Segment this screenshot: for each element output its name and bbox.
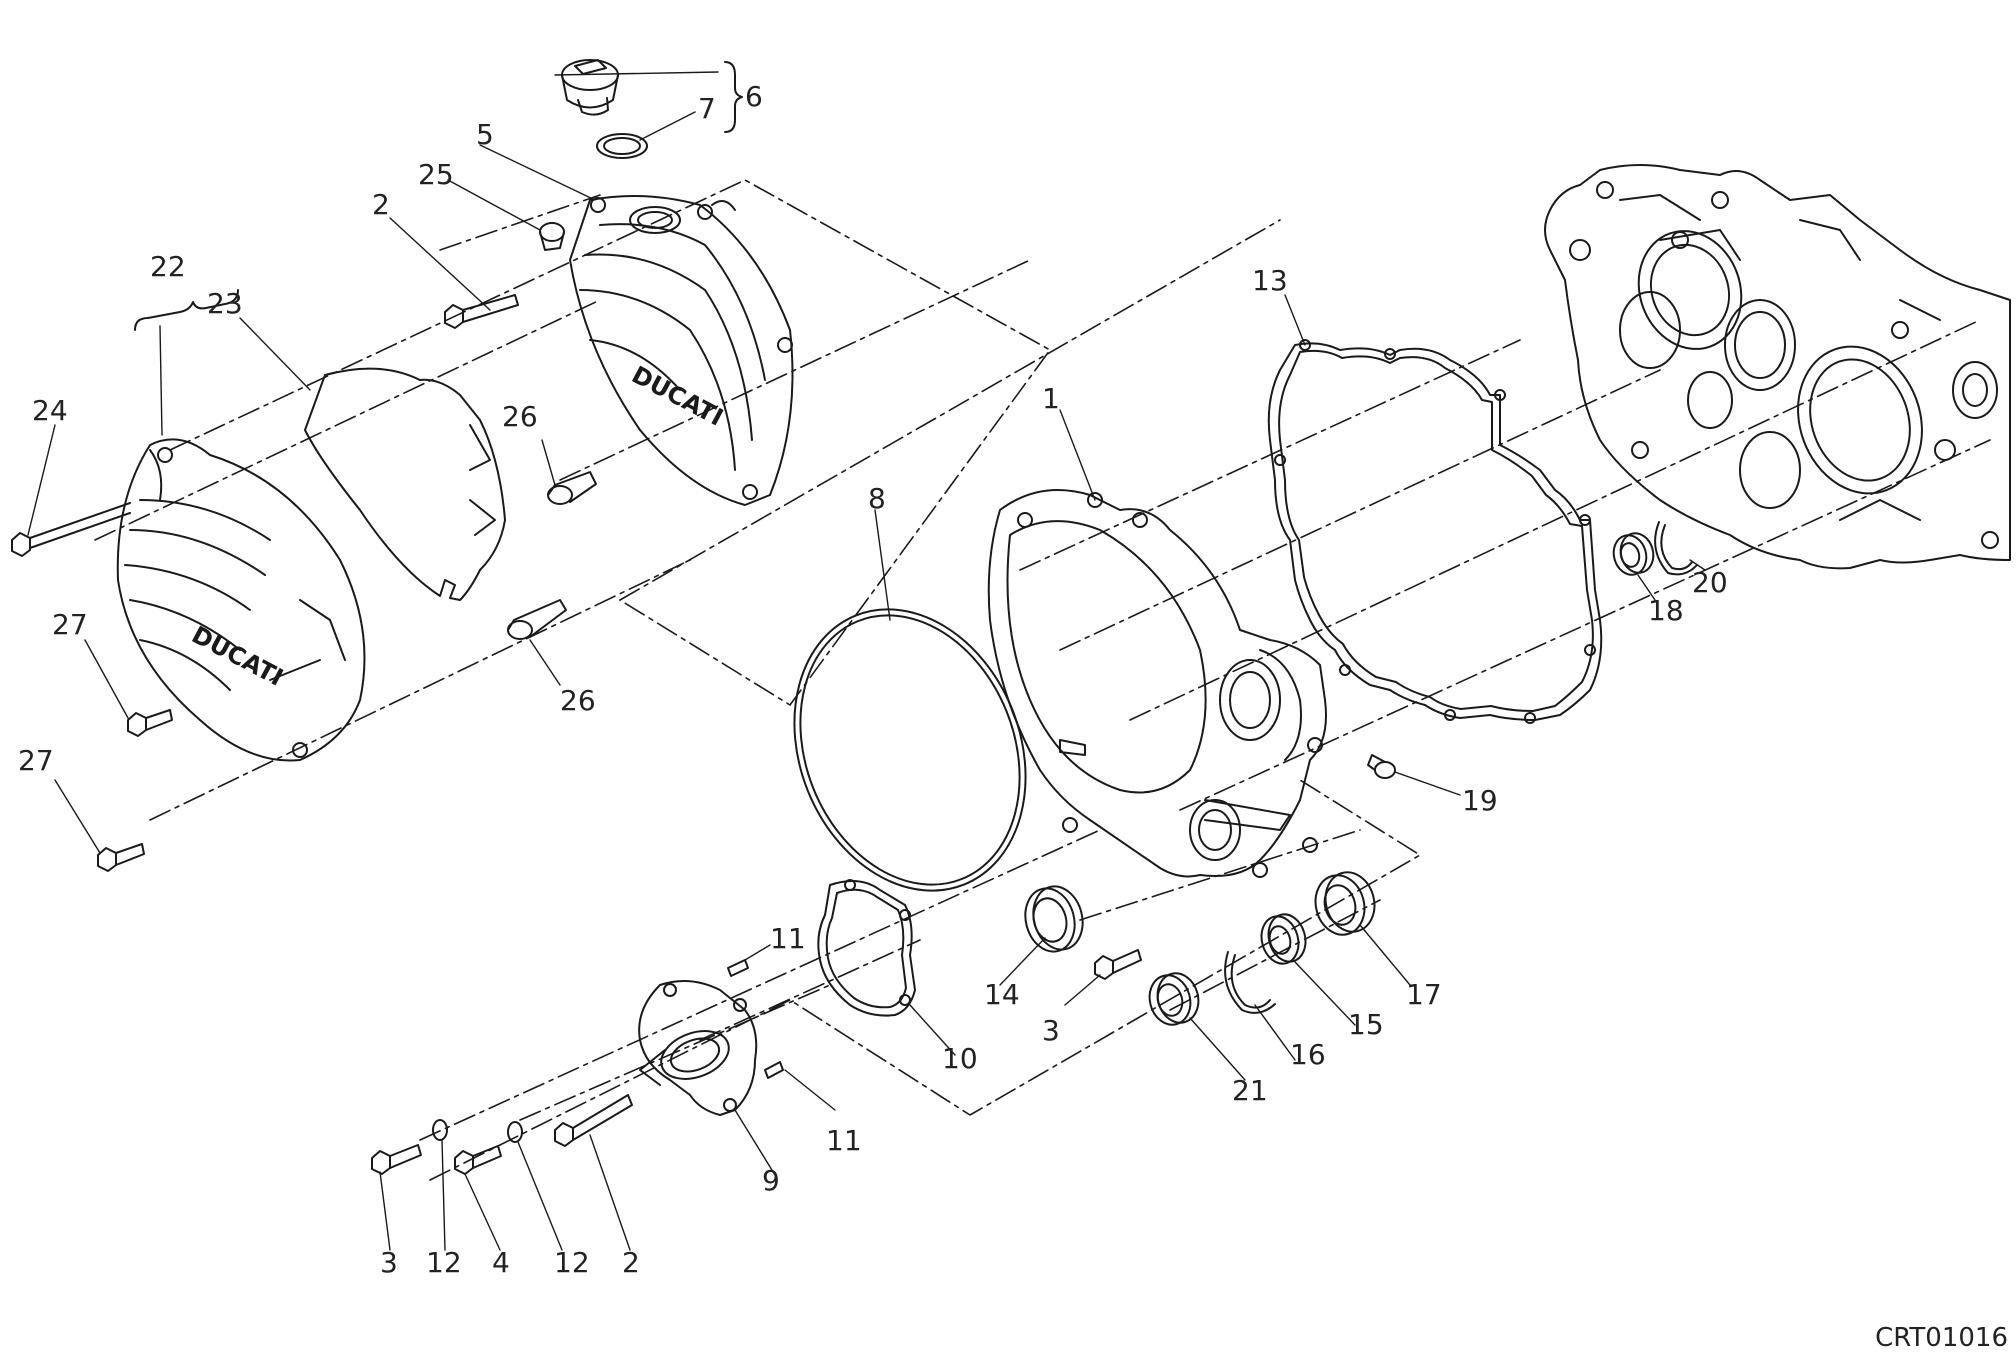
circlip-16 — [1225, 952, 1275, 1013]
callout-2-upper: 2 — [372, 188, 390, 221]
callout-18: 18 — [1648, 594, 1684, 627]
bolt-3-upper — [1095, 950, 1141, 979]
spacer-26-lower — [508, 600, 566, 639]
callout-2-lower: 2 — [622, 1246, 640, 1279]
dowel-11b — [765, 1062, 783, 1078]
callout-24: 24 — [32, 394, 68, 427]
washer-12a — [433, 1120, 447, 1140]
callout-3-upper: 3 — [1042, 1014, 1060, 1047]
assembly-line — [519, 984, 831, 1121]
bolt-3-lower — [372, 1145, 421, 1174]
bolt-25 — [540, 223, 564, 250]
assembly-line — [94, 299, 601, 541]
oil-filler-cap — [562, 60, 618, 115]
assembly-line — [1059, 369, 1661, 651]
seal-21 — [1144, 969, 1204, 1030]
dowel-11a — [728, 960, 748, 976]
callout-11-lower: 11 — [826, 1124, 862, 1157]
assembly-line — [149, 559, 691, 821]
seal-18 — [1609, 530, 1657, 579]
assembly-line — [1019, 339, 1521, 571]
callout-12-left: 12 — [426, 1246, 462, 1279]
callout-5: 5 — [476, 118, 494, 151]
callout-16: 16 — [1290, 1038, 1326, 1071]
ducati-logo-lower: DUCATI — [187, 621, 288, 692]
callout-23: 23 — [207, 287, 243, 320]
bearing-17 — [1309, 867, 1381, 940]
callout-1: 1 — [1042, 382, 1060, 415]
pump-gasket-10 — [818, 880, 915, 1016]
brace-22 — [134, 289, 239, 331]
spacer-26-upper — [548, 472, 596, 504]
washer-12b — [508, 1122, 522, 1142]
callout-26-upper: 26 — [502, 400, 538, 433]
pump-cover-9 — [639, 981, 756, 1115]
callout-3-lower: 3 — [380, 1246, 398, 1279]
crankcase-half — [1545, 165, 2010, 568]
callout-22: 22 — [150, 250, 186, 283]
callout-6: 6 — [745, 80, 763, 113]
bolt-24 — [12, 503, 130, 556]
bolt-27-upper — [128, 710, 172, 736]
bolt-4 — [455, 1146, 501, 1174]
circlip-20 — [1655, 522, 1697, 574]
callout-26-lower: 26 — [560, 684, 596, 717]
seal-14 — [1019, 881, 1090, 957]
assembly-frame-upper — [169, 179, 1051, 706]
gasket-13 — [1269, 340, 1602, 723]
callout-9: 9 — [762, 1164, 780, 1197]
callout-25: 25 — [418, 158, 454, 191]
bolt-27-lower — [98, 844, 144, 871]
callout-7: 7 — [698, 92, 716, 125]
drawing-code: CRT01016 — [1875, 1323, 2008, 1353]
callout-19: 19 — [1462, 784, 1498, 817]
assembly-line — [439, 194, 601, 251]
callout-14: 14 — [984, 978, 1020, 1011]
callout-15: 15 — [1348, 1008, 1384, 1041]
callout-20: 20 — [1692, 566, 1728, 599]
callout-12-right: 12 — [554, 1246, 590, 1279]
clutch-cover-upper — [570, 196, 793, 505]
callout-27-upper: 27 — [52, 608, 88, 641]
assembly-line — [419, 829, 1101, 1141]
callout-10: 10 — [942, 1042, 978, 1075]
callout-21: 21 — [1232, 1074, 1268, 1107]
bolt-2-lower — [555, 1095, 632, 1146]
callout-17: 17 — [1406, 978, 1442, 1011]
callout-13: 13 — [1252, 264, 1288, 297]
callout-8: 8 — [868, 482, 886, 515]
brace-6 — [724, 61, 743, 133]
dowel-19 — [1368, 755, 1395, 778]
assembly-line — [699, 939, 921, 1041]
inner-shield-23 — [305, 369, 505, 600]
assembly-line — [619, 219, 1281, 601]
leader-lines — [27, 71, 1706, 1251]
assembly-line — [1129, 319, 1981, 721]
bearing-15 — [1256, 910, 1310, 968]
assembly-frame-lower — [429, 779, 1421, 1181]
clutch-housing-cover — [989, 490, 1326, 877]
clutch-guard-cover — [118, 439, 365, 760]
o-ring-large-8 — [754, 574, 1067, 925]
callout-11-upper: 11 — [770, 922, 806, 955]
callout-labels: 1 2 2 3 3 4 5 6 7 8 9 10 11 11 12 12 13 … — [18, 80, 1728, 1279]
bolt-2-upper — [445, 295, 518, 328]
assembly-line — [1079, 829, 1361, 921]
callout-4: 4 — [492, 1246, 510, 1279]
o-ring-7 — [597, 134, 647, 158]
assembly-line — [1179, 439, 1991, 811]
assembly-line — [559, 259, 1031, 481]
callout-27-lower: 27 — [18, 744, 54, 777]
